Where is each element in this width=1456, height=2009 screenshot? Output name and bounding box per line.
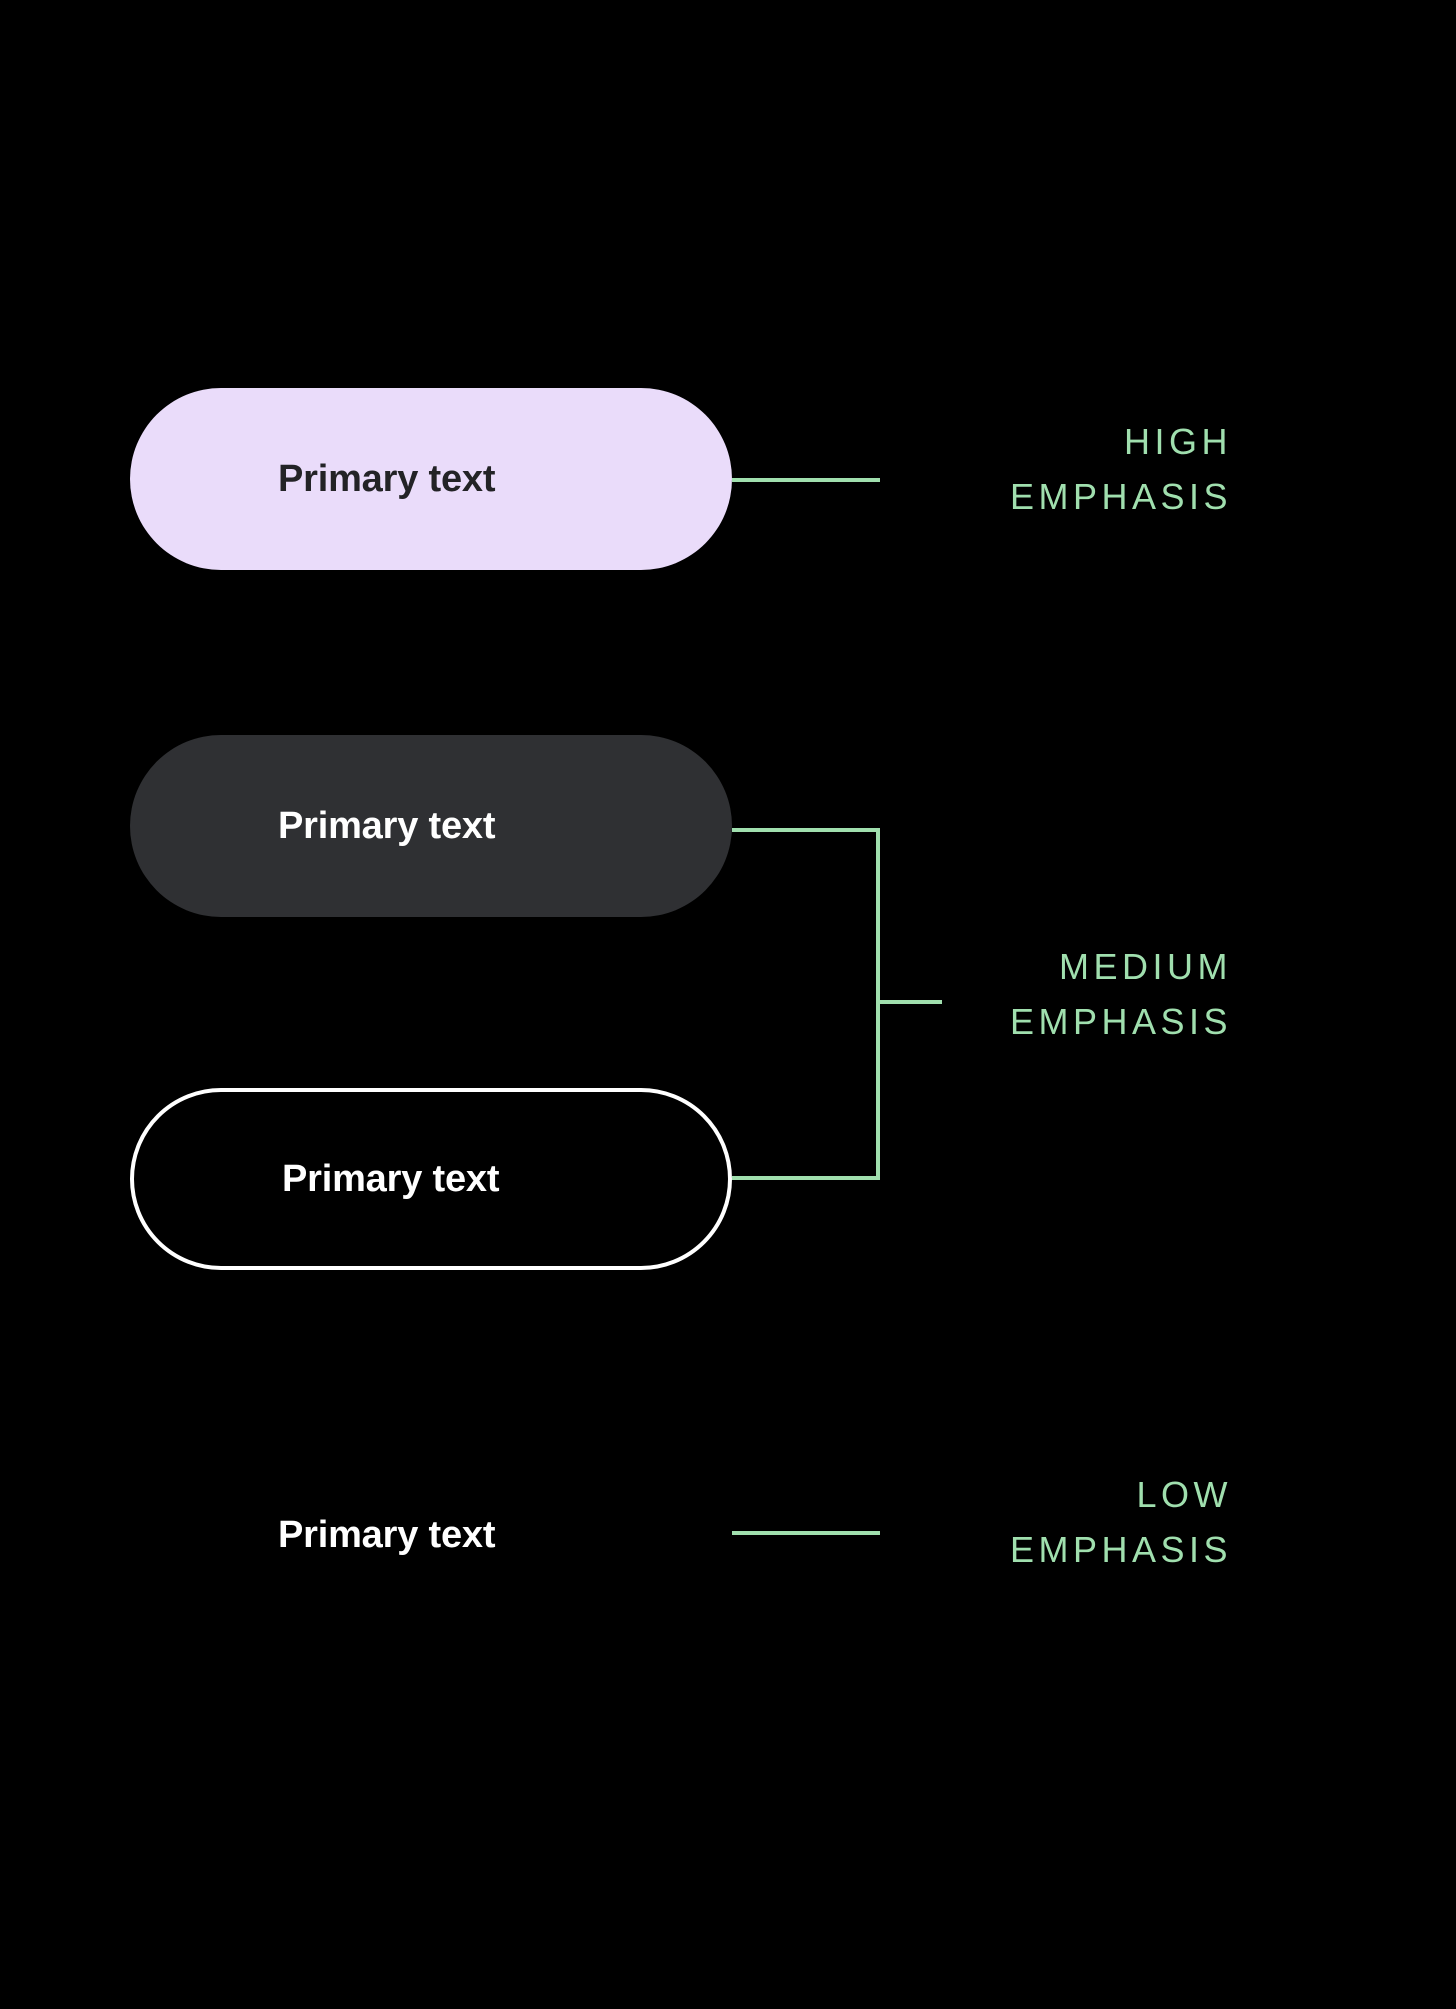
button-label: Primary text	[278, 804, 496, 847]
button-label: Primary text	[278, 457, 496, 500]
emphasis-label-medium-line1: MEDIUM	[1059, 946, 1232, 987]
button-label: Primary text	[282, 1157, 500, 1200]
connector-line-medium-top	[732, 828, 880, 832]
primary-button-medium-emphasis-tonal[interactable]: Primary text	[130, 735, 732, 917]
emphasis-label-high: HIGH EMPHASIS	[712, 415, 1232, 524]
primary-button-medium-emphasis-outlined[interactable]: Primary text	[130, 1088, 732, 1270]
emphasis-label-medium-line2: EMPHASIS	[1009, 1000, 1232, 1042]
primary-button-high-emphasis[interactable]: Primary text	[130, 388, 732, 570]
emphasis-label-high-line1: HIGH	[1124, 421, 1232, 462]
button-label: Primary text	[278, 1513, 496, 1556]
emphasis-label-medium: MEDIUM EMPHASIS	[712, 940, 1232, 1049]
emphasis-label-low-line1: LOW	[1136, 1474, 1232, 1515]
emphasis-label-low-line2: EMPHASIS	[1009, 1528, 1232, 1570]
emphasis-label-high-line2: EMPHASIS	[1009, 475, 1232, 517]
connector-line-medium-bottom	[732, 1176, 880, 1180]
primary-button-low-emphasis-text[interactable]: Primary text	[130, 1450, 732, 1620]
emphasis-label-low: LOW EMPHASIS	[712, 1468, 1232, 1577]
